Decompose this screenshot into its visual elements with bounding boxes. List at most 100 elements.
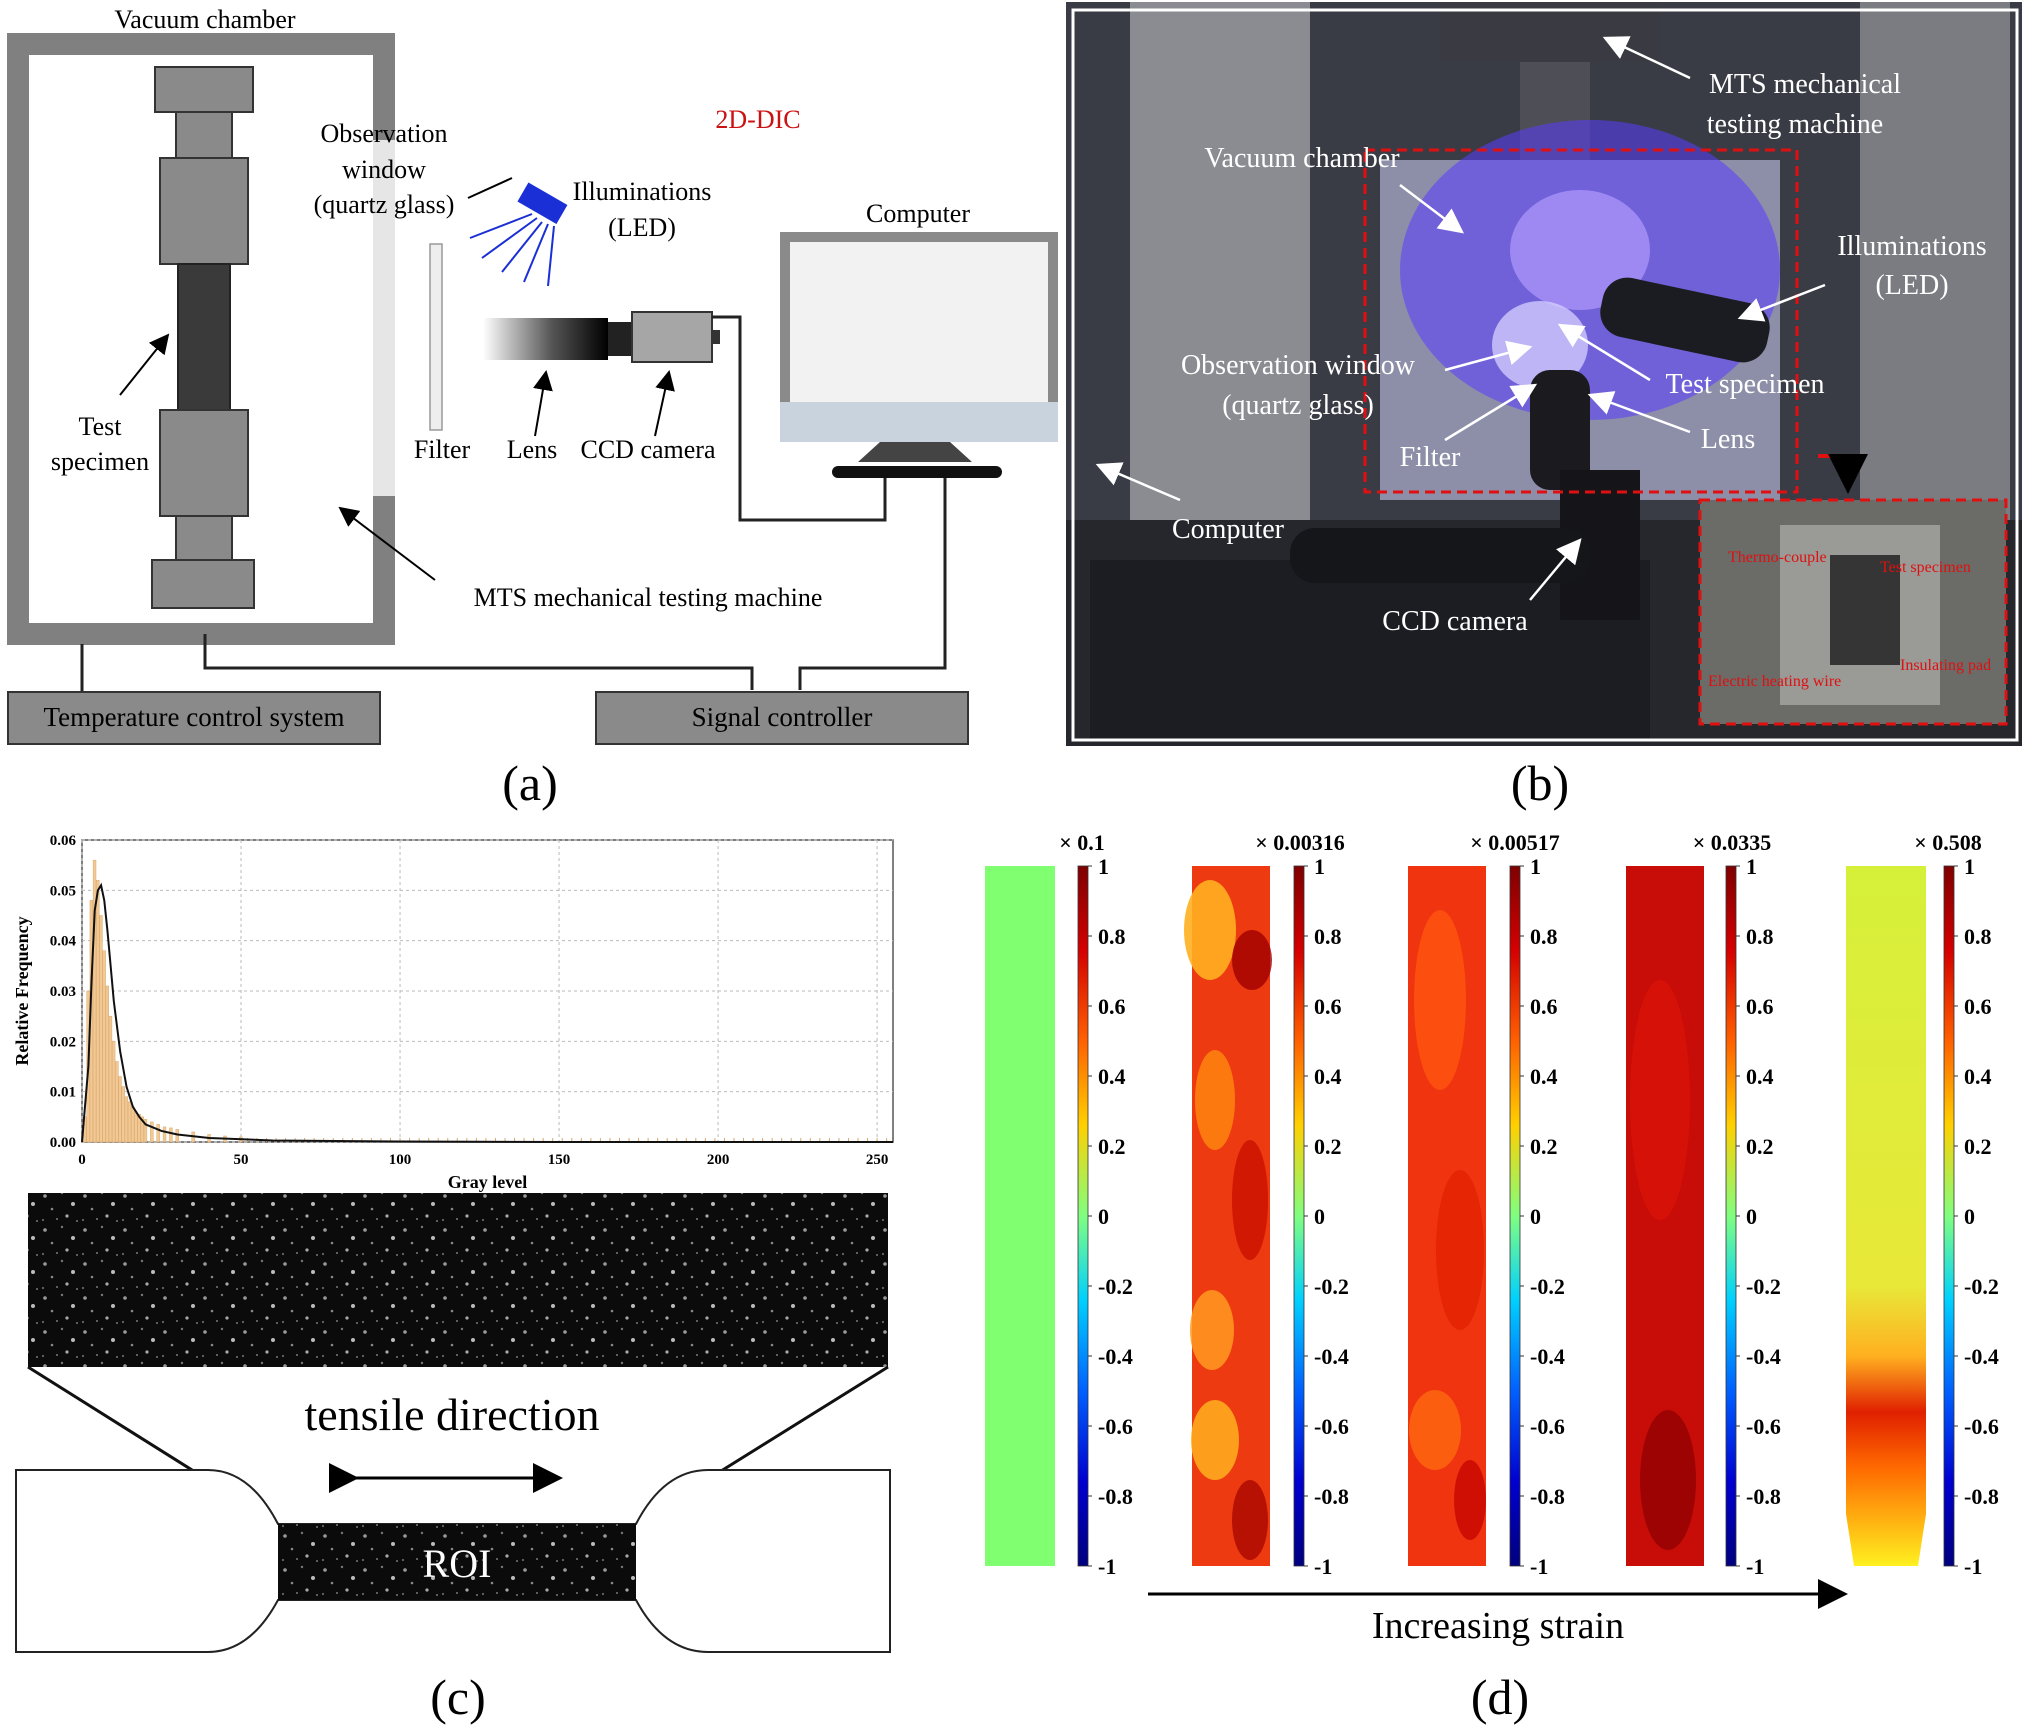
x-axis-label: Gray level [448,1172,527,1192]
histogram-bar [118,1076,122,1143]
inset-heating-wire-label: Electric heating wire [1708,673,1841,690]
photo-test-specimen-label: Test specimen [1666,369,1825,400]
computer-label: Computer [866,199,970,228]
x-tick-label: 50 [234,1152,249,1168]
histogram-bar [102,950,106,1143]
photo-computer-label: Computer [1172,514,1285,545]
histogram-bar [131,1106,135,1143]
y-tick-label: 0.03 [50,984,76,1000]
led-icon [469,182,568,287]
colorbar-tick-label: 1 [1314,854,1325,879]
photo-lens-label: Lens [1701,424,1755,455]
signal-controller-box [595,691,969,745]
observation-window-label-2: window [342,155,426,184]
lower-grip-body [159,409,249,517]
histogram-bar [162,1126,167,1143]
mts-cable [203,634,754,690]
colorbar-tick-label: -0.4 [1314,1344,1349,1369]
led-housing [1600,277,1770,363]
y-tick-label: 0.00 [50,1135,76,1151]
observation-window-label-1: Observation [320,119,447,148]
colorbar-tick-label: 0 [1964,1204,1975,1229]
window-pointer [467,177,513,199]
panel-d-caption: (d) [1471,1669,1529,1725]
colorbar-tick-label: -0.8 [1530,1484,1565,1509]
x-tick-label: 0 [78,1152,86,1168]
filter-icon [429,243,443,431]
colorbar-tick-label: 0.2 [1530,1134,1558,1159]
colorbar-tick-label: -0.6 [1098,1414,1133,1439]
colorbar-tick-label: 0 [1314,1204,1325,1229]
lens-icon [483,318,608,360]
colorbar-tick-label: -0.8 [1314,1484,1349,1509]
upper-grip-body [159,157,249,265]
x-tick-label: 200 [707,1152,730,1168]
y-tick-label: 0.04 [50,934,77,950]
lens-label: Lens [507,435,558,464]
mts-pointer [338,506,436,581]
roi-label: ROI [423,1541,492,1586]
photo-observation-window-label-1: Observation window [1181,350,1416,381]
colorbar-tick-label: -0.6 [1530,1414,1565,1439]
histogram-bar [127,1101,132,1143]
colorbar-tick-label: -0.8 [1098,1484,1133,1509]
camera-port [712,330,720,344]
y-tick-label: 0.05 [50,883,76,899]
photo-computer-pointer [1095,462,1181,502]
photo-observation-window-label-2: (quartz glass) [1222,390,1374,421]
histogram-bar [121,1086,125,1143]
speckle-pattern-image [28,1193,888,1367]
lens-ring [608,322,632,356]
histogram-bar [99,915,103,1143]
colorbar-tick-label: 0.2 [1964,1134,1992,1159]
multiplier-2: × 0.00316 [1255,830,1345,855]
x-tick-label: 100 [389,1152,412,1168]
lower-grip-neck [175,515,233,561]
fit-curve [81,882,893,1143]
histogram-bar [115,1061,119,1143]
histogram-bar [140,1116,144,1143]
strain-map-4 [1626,866,1704,1566]
colorbar-1 [1077,865,1089,1567]
signal-controller-label: Signal controller [692,702,873,732]
colorbar-tick-label: -0.2 [1530,1274,1565,1299]
colorbar-tick-label: 0 [1098,1204,1109,1229]
strain-map-5 [1846,866,1926,1566]
colorbar-tick-label: 1 [1098,854,1109,879]
photo-mts-label-2: testing machine [1707,109,1884,140]
panel-b-caption: (b) [1511,755,1569,811]
panel-b: Thermo-couple Test specimen Insulating p… [1066,2,2022,811]
monitor-base [832,466,1002,478]
histogram-bar [92,859,97,1143]
colorbar-tick-label: 0.6 [1098,994,1126,1019]
chamber-highlight [1363,148,1799,494]
histogram-bar [137,1114,141,1143]
x-tick-label: 250 [866,1152,889,1168]
colorbar-tick-label: 0.2 [1746,1134,1774,1159]
photo-illuminations-label-2: (LED) [1875,270,1948,301]
colorbar-tick-label: 1 [1964,854,1975,879]
histogram-bar [175,1129,179,1143]
histogram-bar [169,1127,173,1143]
histogram-bar [111,1041,116,1143]
monitor-chin [780,402,1058,442]
colorbar-tick-label: 0.6 [1530,994,1558,1019]
mts-column-right [1860,2,2010,562]
computer-cable-tube [1290,528,1590,583]
strain-map-2 [1184,866,1272,1566]
photo-mts-pointer [1602,36,1691,80]
strain-map-1 [985,866,1055,1566]
colorbar-tick-label: 0.6 [1746,994,1774,1019]
colorbar-tick-label: -0.4 [1098,1344,1133,1369]
colorbar-tick-label: -0.4 [1746,1344,1781,1369]
multiplier-5: × 0.508 [1914,830,1982,855]
inset-test-specimen-label: Test specimen [1880,559,1971,576]
y-tick-label: 0.06 [50,833,77,849]
colorbar-tick-label: -0.2 [1964,1274,1999,1299]
colorbar-tick-label: 0.8 [1530,924,1558,949]
colorbar-tick-label: -1 [1746,1554,1764,1579]
panel-c-caption: (c) [430,1669,486,1725]
specimen-pointer [119,333,170,396]
plot-area [81,839,894,1143]
colorbar-tick-label: 0.4 [1530,1064,1558,1089]
